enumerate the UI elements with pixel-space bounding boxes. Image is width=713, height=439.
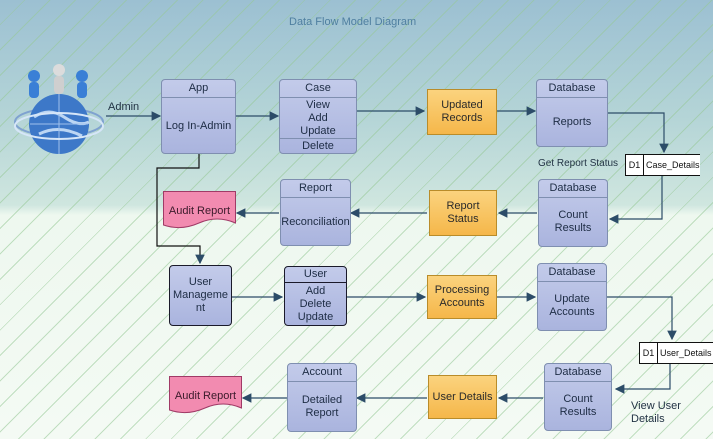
admin-label: Admin <box>108 101 140 113</box>
database-reports[interactable]: Database Reports <box>536 79 608 147</box>
account-body: Detailed Report <box>301 393 343 419</box>
case-footer: Delete <box>280 138 356 154</box>
user-body: Add Delete Update <box>297 284 334 323</box>
database-count-results-header: Database <box>539 180 607 198</box>
case-details-store-id: D1 <box>626 155 644 175</box>
app-header: App <box>162 80 235 98</box>
arrow-update-to-userdetails <box>607 296 677 341</box>
database-count-results[interactable]: Database Count Results <box>538 179 608 247</box>
case-process[interactable]: Case View Add Update Delete <box>279 79 357 154</box>
database-reports-header: Database <box>537 80 607 98</box>
case-details-store-name: Case_Details <box>646 160 700 170</box>
user-details-flow[interactable]: User Details <box>428 375 497 419</box>
user-details-store[interactable]: D1 User_Details <box>639 342 713 364</box>
database-count-results-2-body: Count Results <box>559 393 597 418</box>
user-details-store-name: User_Details <box>660 348 712 358</box>
audit-report-document-2[interactable]: Audit Report <box>169 376 242 416</box>
app-process[interactable]: App Log In-Admin <box>161 79 236 154</box>
database-reports-body: Reports <box>552 115 592 128</box>
document-shape <box>163 191 236 229</box>
app-body: Log In-Admin <box>165 119 232 132</box>
user-header: User <box>285 267 346 283</box>
user-management-process[interactable]: User Manageme nt <box>169 265 232 326</box>
account-header: Account <box>288 364 356 382</box>
audit-report-document-1[interactable]: Audit Report <box>163 191 236 231</box>
globe-people-icon <box>14 64 104 154</box>
updated-records-flow[interactable]: Updated Records <box>427 89 497 135</box>
user-process[interactable]: User Add Delete Update <box>284 266 347 326</box>
account-process[interactable]: Account Detailed Report <box>287 363 357 432</box>
processing-accounts-flow[interactable]: Processing Accounts <box>427 275 497 319</box>
case-body: View Add Update <box>300 98 336 137</box>
document-shape <box>169 376 242 414</box>
report-header: Report <box>281 180 350 198</box>
report-body: Reconciliation <box>281 215 350 228</box>
audit-report-1-label: Audit Report <box>168 205 231 217</box>
case-header: Case <box>280 80 356 98</box>
database-update-accounts[interactable]: Database Update Accounts <box>537 263 607 331</box>
arrow-app-to-usermgmt <box>156 154 205 265</box>
case-details-store[interactable]: D1 Case_Details <box>625 154 700 176</box>
user-management-body: User Manageme nt <box>172 275 229 314</box>
audit-report-2-label: Audit Report <box>174 390 237 402</box>
report-status-flow[interactable]: Report Status <box>429 190 497 236</box>
user-details-store-id: D1 <box>640 343 658 363</box>
get-report-status-label: Get Report Status <box>538 158 619 169</box>
database-count-results-body: Count Results <box>554 209 592 234</box>
database-count-results-2[interactable]: Database Count Results <box>544 363 612 431</box>
report-process[interactable]: Report Reconciliation <box>280 179 351 246</box>
database-count-results-2-header: Database <box>545 364 611 382</box>
arrow-userdetails-to-count <box>614 364 671 394</box>
arrow-casedetails-to-count <box>608 176 663 224</box>
view-user-details-label: View User Details <box>631 400 681 425</box>
database-update-accounts-header: Database <box>538 264 606 282</box>
database-update-accounts-body: Update Accounts <box>549 293 595 318</box>
diagram-title: Data Flow Model Diagram <box>289 16 417 28</box>
arrow-reports-to-casedetails <box>608 112 669 154</box>
